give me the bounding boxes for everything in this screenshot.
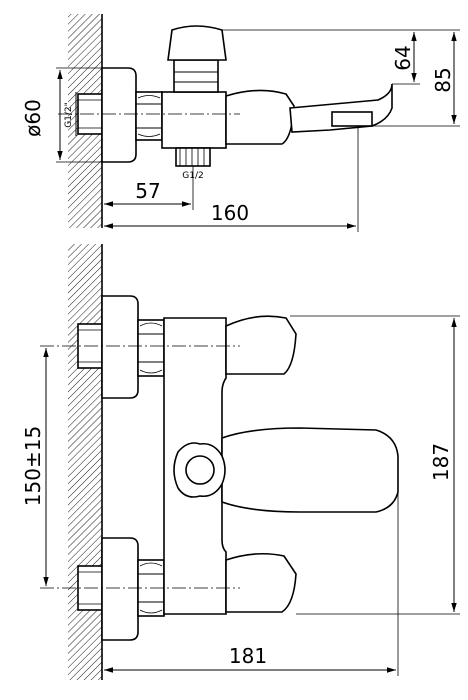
- dim-outlet-offset-label: 57: [135, 179, 160, 203]
- escutcheon-upper: [101, 295, 139, 399]
- wall-bottom: [68, 244, 103, 680]
- connector-nut-upper: [137, 319, 165, 377]
- dim-height-label: 187: [429, 443, 453, 481]
- dim-total-height: 85: [372, 29, 460, 127]
- lever-handle-side: [225, 89, 295, 145]
- dim-handle-height-label: 64: [391, 45, 415, 70]
- dim-inlet-spacing-label: 150±15: [21, 426, 45, 506]
- dim-width: 181: [104, 492, 399, 676]
- dim-width-label: 181: [229, 644, 267, 668]
- dim-pipe-diameter: ø60: [21, 67, 102, 163]
- side-view: ø60 G1/2" G1/2 64 85 57: [21, 14, 460, 232]
- spout-front: [221, 427, 399, 513]
- lever-handle-lower: [225, 552, 297, 613]
- dim-total-height-label: 85: [431, 67, 455, 92]
- front-view: 150±15 187 181: [21, 244, 460, 680]
- dim-handle-height: 64: [222, 29, 420, 85]
- connector-nut-side: [135, 91, 163, 141]
- dim-outlet-offset: 57: [104, 166, 194, 210]
- dim-thread-inlet-label: G1/2": [64, 102, 74, 128]
- diverter-knob-front: [173, 442, 226, 498]
- escutcheon-side: [101, 67, 137, 163]
- dim-pipe-diameter-label: ø60: [21, 99, 45, 137]
- dim-thread-inlet: G1/2": [64, 92, 77, 136]
- dim-depth: 160: [104, 126, 359, 232]
- dim-height: 187: [290, 315, 460, 615]
- aerator-side: [331, 111, 373, 127]
- dim-depth-label: 160: [211, 201, 249, 225]
- mixer-body-side: [161, 91, 227, 149]
- handle-knob-side: [167, 25, 227, 61]
- outlet-thread-side: [175, 147, 211, 167]
- escutcheon-lower: [101, 537, 139, 641]
- lever-handle-upper: [225, 315, 297, 375]
- dim-inlet-spacing: 150±15: [21, 348, 49, 586]
- handle-stem-side: [173, 59, 219, 93]
